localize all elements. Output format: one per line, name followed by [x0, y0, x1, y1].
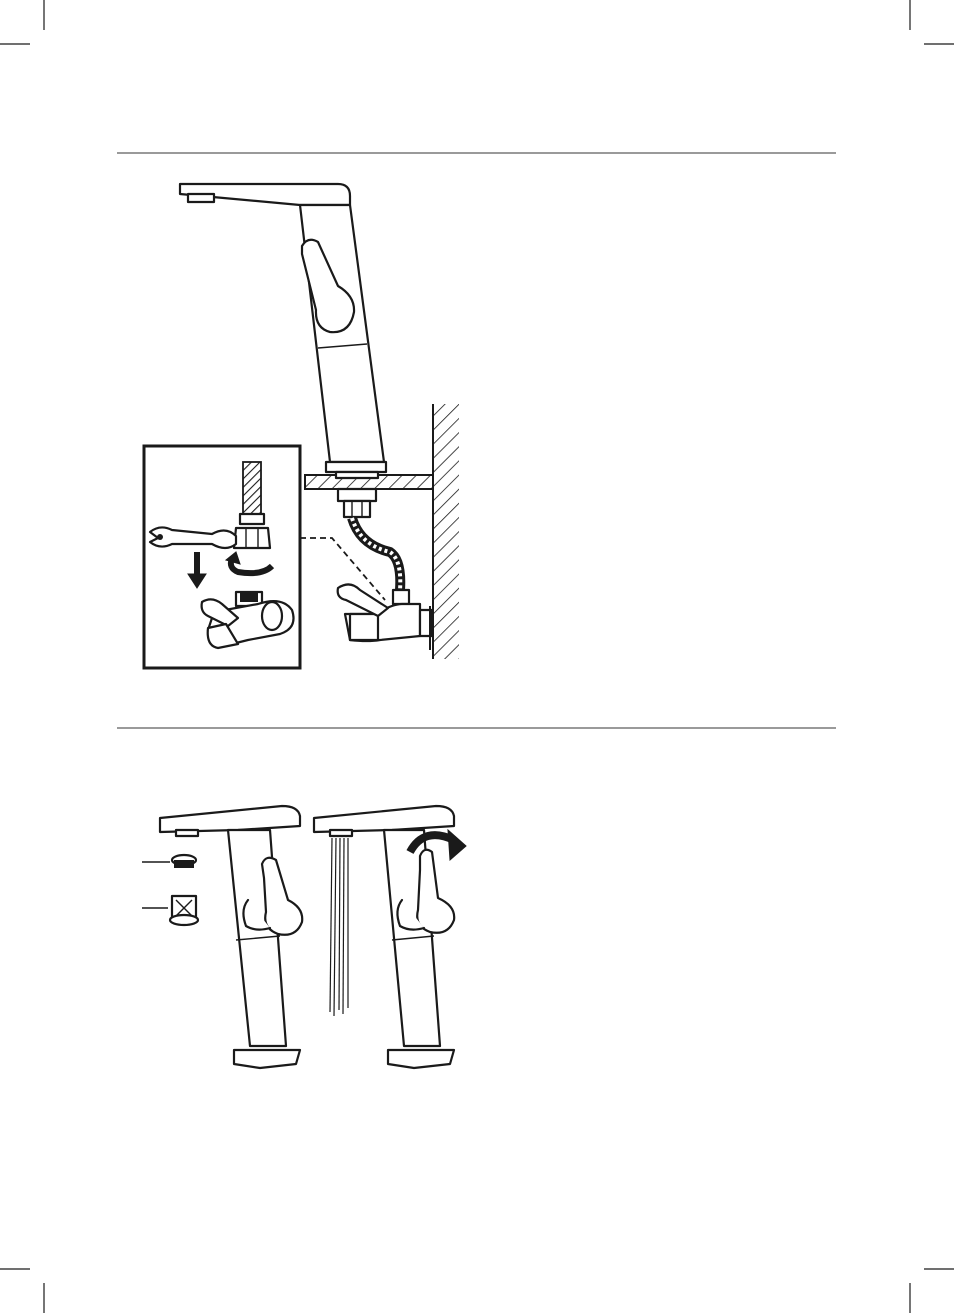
detail-inset [144, 446, 300, 668]
water-flow [330, 838, 348, 1016]
braided-hose [352, 518, 400, 590]
aerator-parts [142, 855, 198, 925]
angle-valve [338, 584, 432, 650]
wall [433, 404, 459, 659]
installation-illustration [144, 184, 459, 668]
faucet-left [160, 806, 302, 1068]
aerator-illustration [142, 806, 466, 1068]
faucet-right [314, 806, 466, 1068]
